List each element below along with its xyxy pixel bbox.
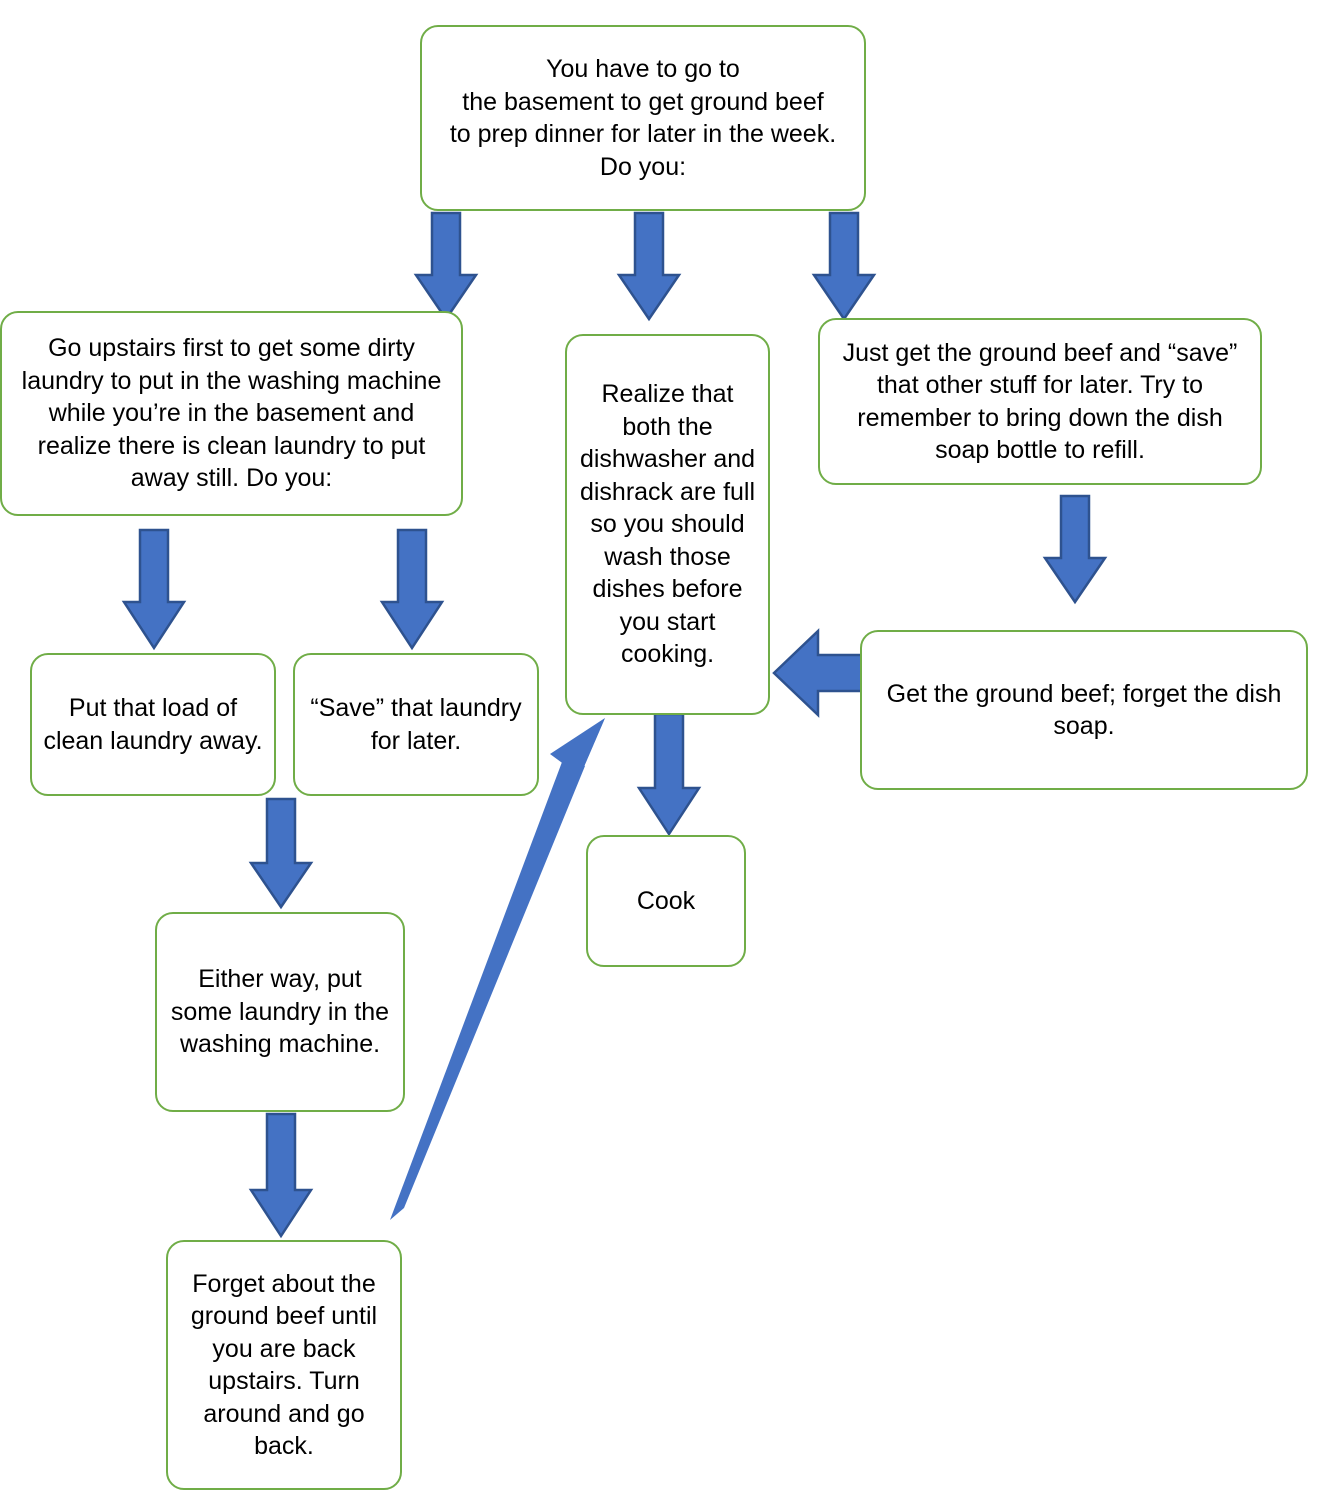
node-either-way-laundry[interactable]: Either way, put some laundry in the wash…	[155, 912, 405, 1112]
node-forget-ground-beef[interactable]: Forget about the ground beef until you a…	[166, 1240, 402, 1490]
arrow-either-way-to-forget-ground-beef	[248, 1112, 314, 1239]
node-get-beef-forget-soap[interactable]: Get the ground beef; forget the dish soa…	[860, 630, 1308, 790]
node-put-laundry-away[interactable]: Put that load of clean laundry away.	[30, 653, 276, 796]
arrow-go-upstairs-to-save-laundry-later	[379, 528, 445, 651]
arrow-go-upstairs-to-put-laundry-away	[121, 528, 187, 651]
node-cook[interactable]: Cook	[586, 835, 746, 967]
arrow-start-to-go-upstairs-first	[413, 211, 479, 322]
arrow-realize-dishes-to-cook	[636, 712, 702, 837]
arrow-put-laundry-away-to-either-way	[248, 797, 314, 910]
node-save-laundry-later[interactable]: “Save” that laundry for later.	[293, 653, 539, 796]
node-just-get-beef-save[interactable]: Just get the ground beef and “save” that…	[818, 318, 1262, 485]
arrow-get-beef-forget-soap-to-realize-dishes	[772, 627, 864, 719]
node-go-upstairs-first[interactable]: Go upstairs first to get some dirty laun…	[0, 311, 463, 516]
arrow-start-to-just-get-beef-save	[811, 211, 877, 322]
node-start[interactable]: You have to go to the basement to get gr…	[420, 25, 866, 211]
arrow-just-get-beef-to-get-beef-forget-soap	[1042, 494, 1108, 605]
node-realize-dishes[interactable]: Realize that both the dishwasher and dis…	[565, 334, 770, 715]
arrow-start-to-realize-dishes	[616, 211, 682, 322]
